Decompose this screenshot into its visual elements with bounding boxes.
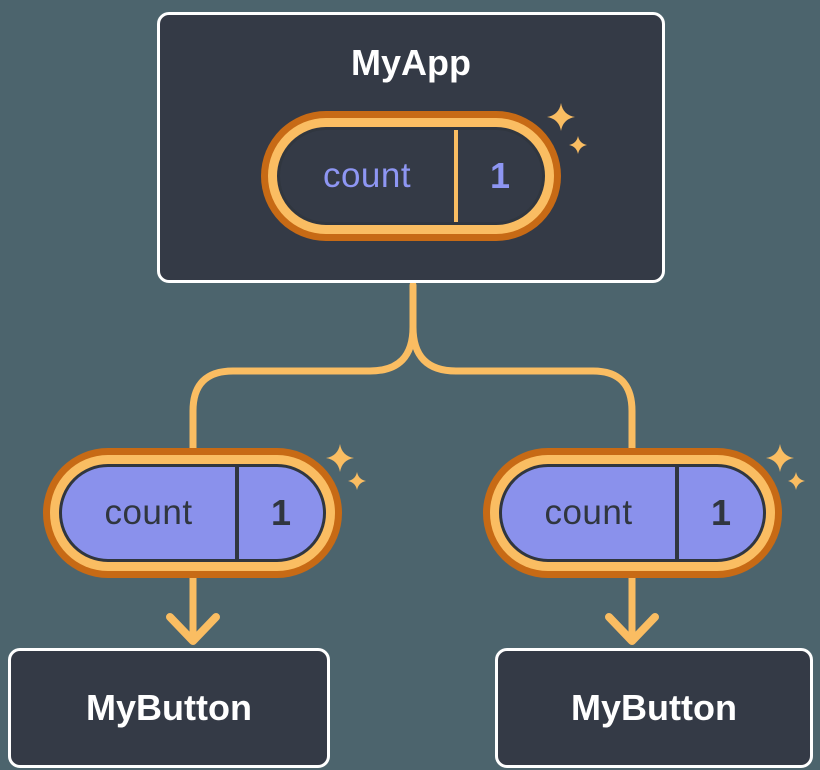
pill-body: count 1 [499, 464, 766, 562]
pill-ring: count 1 [490, 455, 775, 571]
component-node-left: MyButton [8, 648, 330, 768]
prop-label: count [544, 493, 633, 532]
pill-ring: count 1 [50, 455, 335, 571]
component-node-right: MyButton [495, 648, 813, 768]
pill-body: count 1 [59, 464, 326, 562]
node-title: MyApp [351, 42, 471, 83]
prop-label: count [104, 493, 193, 532]
state-pill: count 1 [261, 111, 561, 241]
pill-ring: count 1 [268, 118, 554, 234]
arrow-down-icon-right [605, 613, 659, 645]
prop-pill-right: count 1 [483, 448, 782, 578]
node-title: MyButton [571, 687, 737, 728]
sparkle-icon [326, 444, 354, 472]
prop-value: 1 [235, 467, 323, 559]
state-label: count [322, 156, 412, 195]
sparkle-icon [788, 472, 805, 490]
state-value: 1 [454, 130, 542, 222]
component-node-root: MyApp count 1 [157, 12, 665, 283]
arrow-down-icon-left [166, 613, 220, 645]
prop-pill-left: count 1 [43, 448, 342, 578]
node-title: MyButton [86, 687, 252, 728]
sparkle-icon [348, 472, 366, 490]
sparkle-icon [766, 444, 794, 472]
pill-body: count 1 [277, 127, 545, 225]
prop-value: 1 [675, 467, 763, 559]
